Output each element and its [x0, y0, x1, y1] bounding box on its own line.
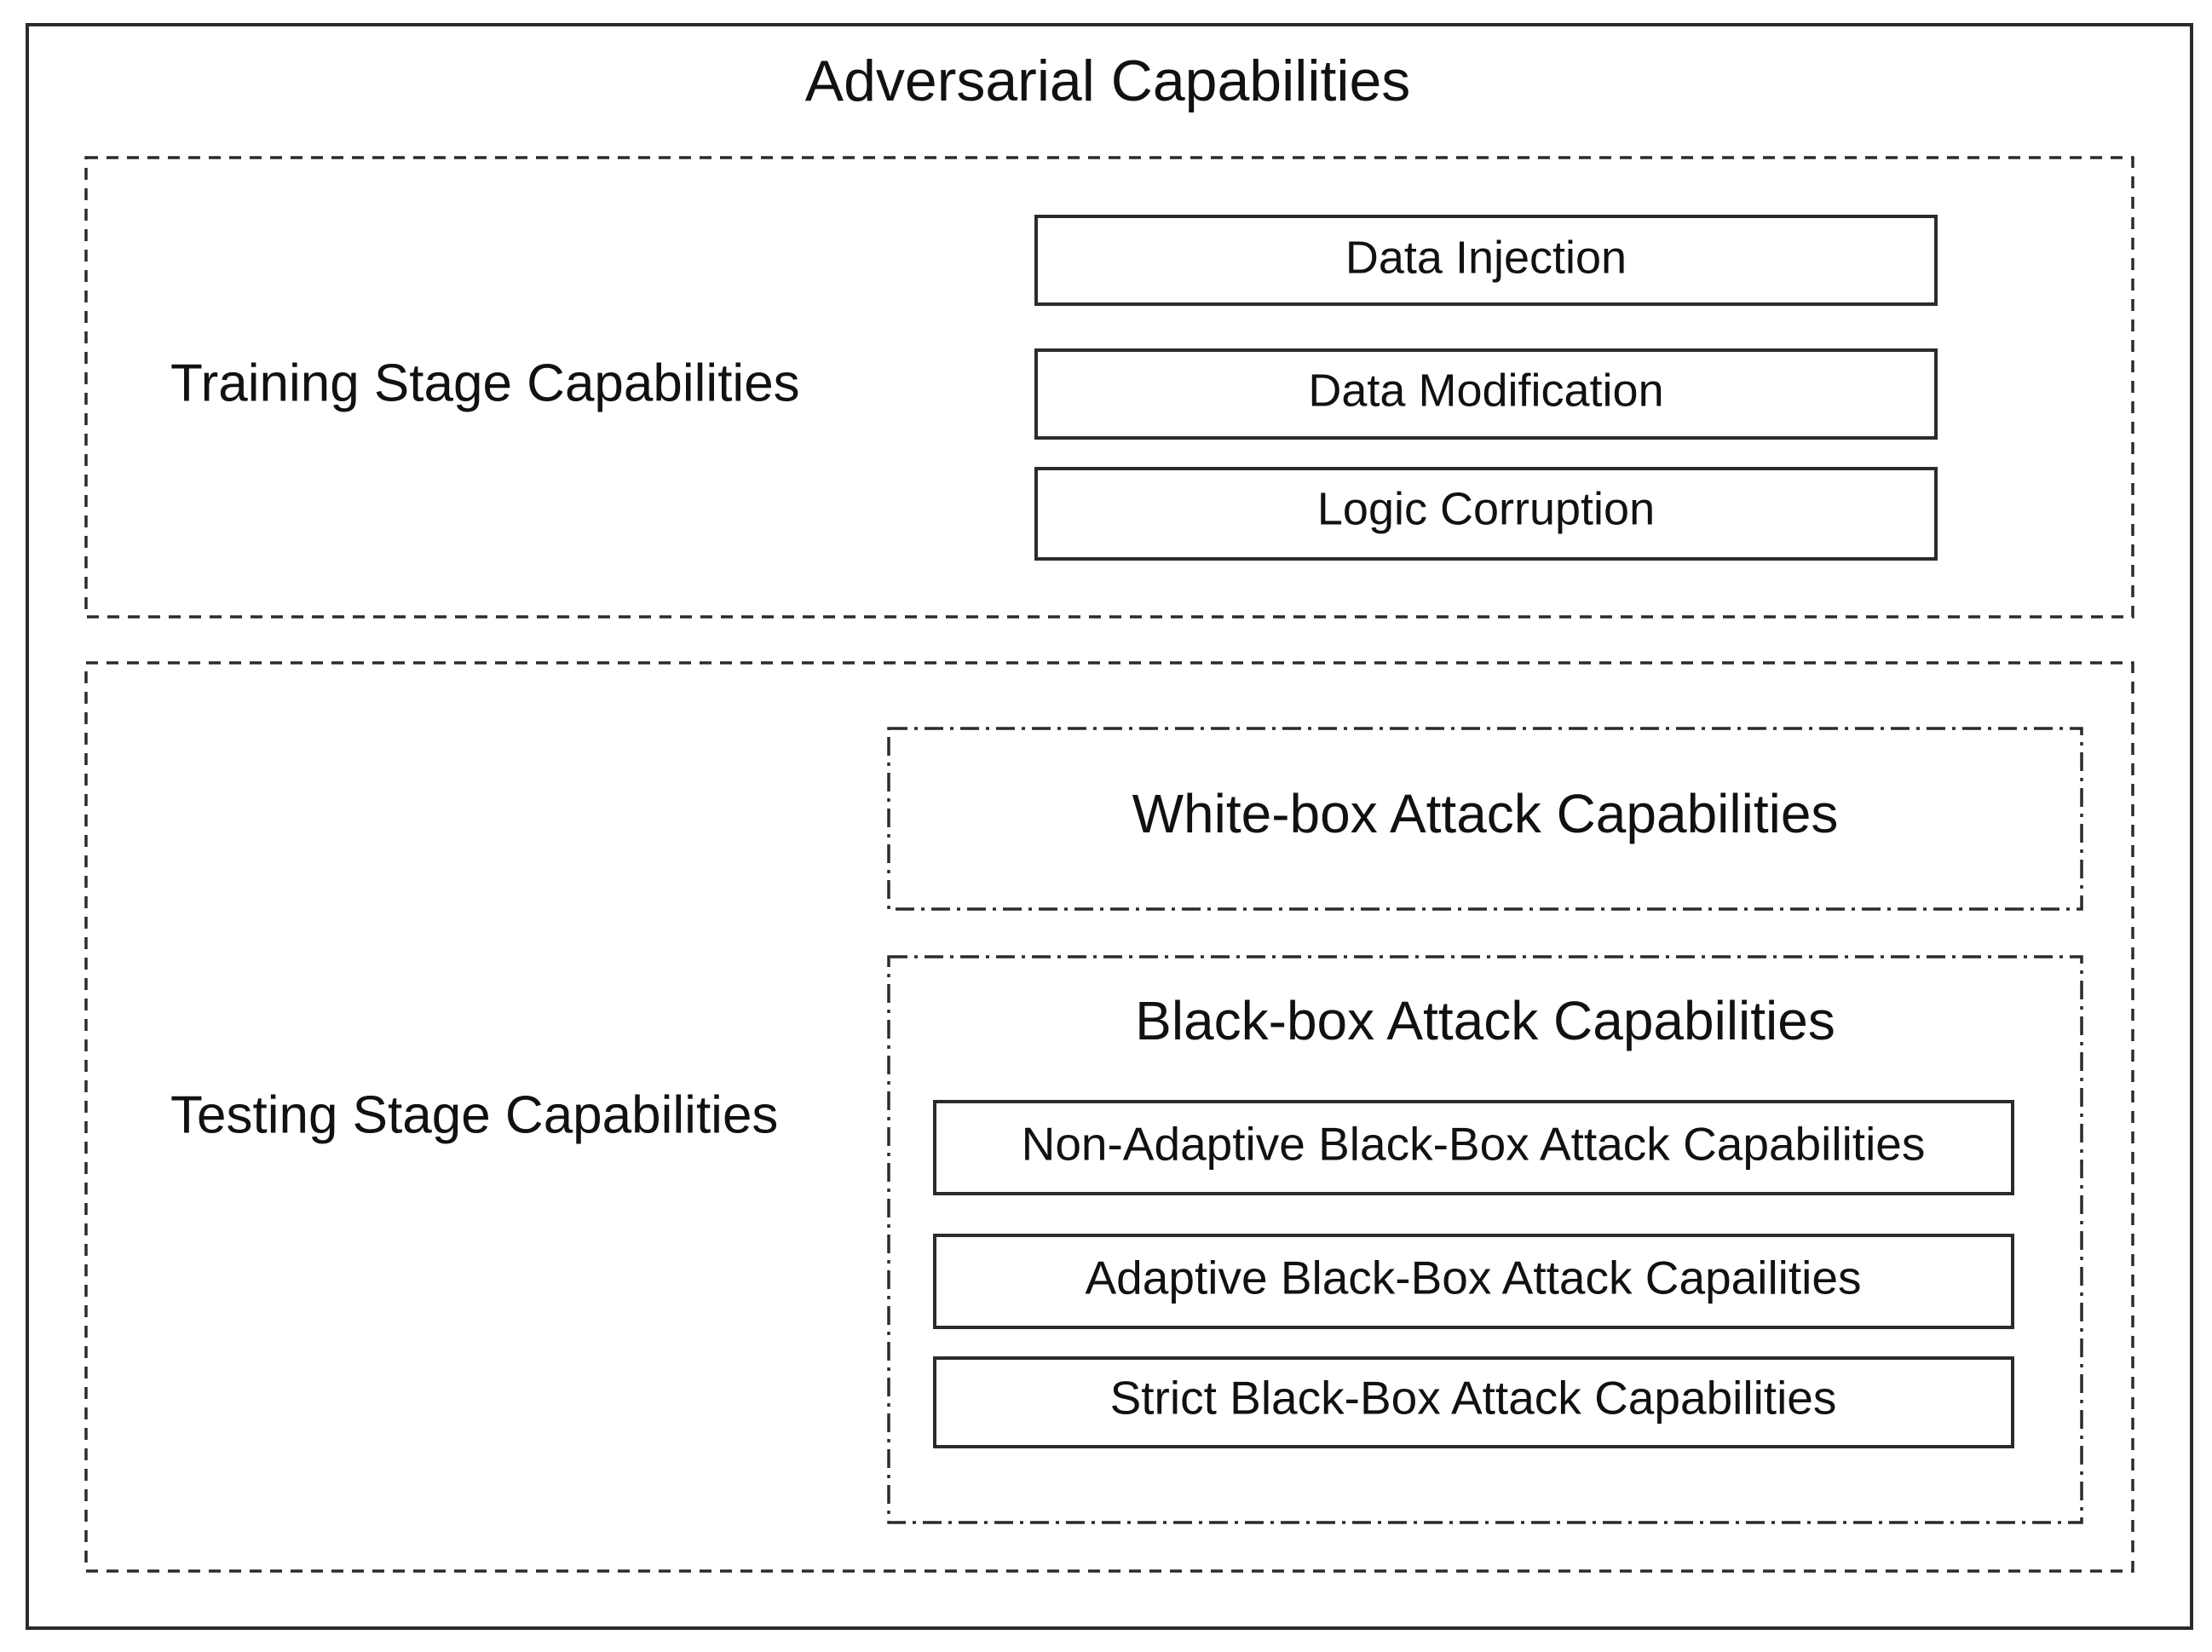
logic-corruption-label: Logic Corruption [1317, 483, 1655, 534]
black-box-label: Black-box Attack Capabilities [1135, 990, 1835, 1051]
data-modification-label: Data Modification [1308, 365, 1663, 416]
strict-label: Strict Black-Box Attack Capabilities [1110, 1372, 1837, 1425]
training-stage-group [84, 156, 2134, 619]
testing-stage-group [84, 661, 2134, 1573]
non-adaptive-label: Non-Adaptive Black-Box Attack Capabiliti… [1022, 1118, 1926, 1171]
diagram-title: Adversarial Capabilities [805, 49, 1411, 113]
training-stage-label: Training Stage Capabilities [170, 354, 800, 412]
black-box-group [887, 955, 2083, 1524]
data-injection-label: Data Injection [1345, 232, 1627, 283]
data-modification-box [1034, 348, 1938, 440]
adaptive-box [933, 1234, 2014, 1329]
white-box-label: White-box Attack Capabilities [1132, 783, 1839, 844]
testing-stage-label: Testing Stage Capabilities [170, 1085, 778, 1144]
outer-frame [26, 23, 2193, 1630]
logic-corruption-box [1034, 467, 1938, 561]
adaptive-label: Adaptive Black-Box Attack Capailities [1086, 1252, 1862, 1304]
strict-box [933, 1356, 2014, 1448]
non-adaptive-box [933, 1100, 2014, 1195]
white-box-group [887, 727, 2083, 911]
data-injection-box [1034, 215, 1938, 306]
